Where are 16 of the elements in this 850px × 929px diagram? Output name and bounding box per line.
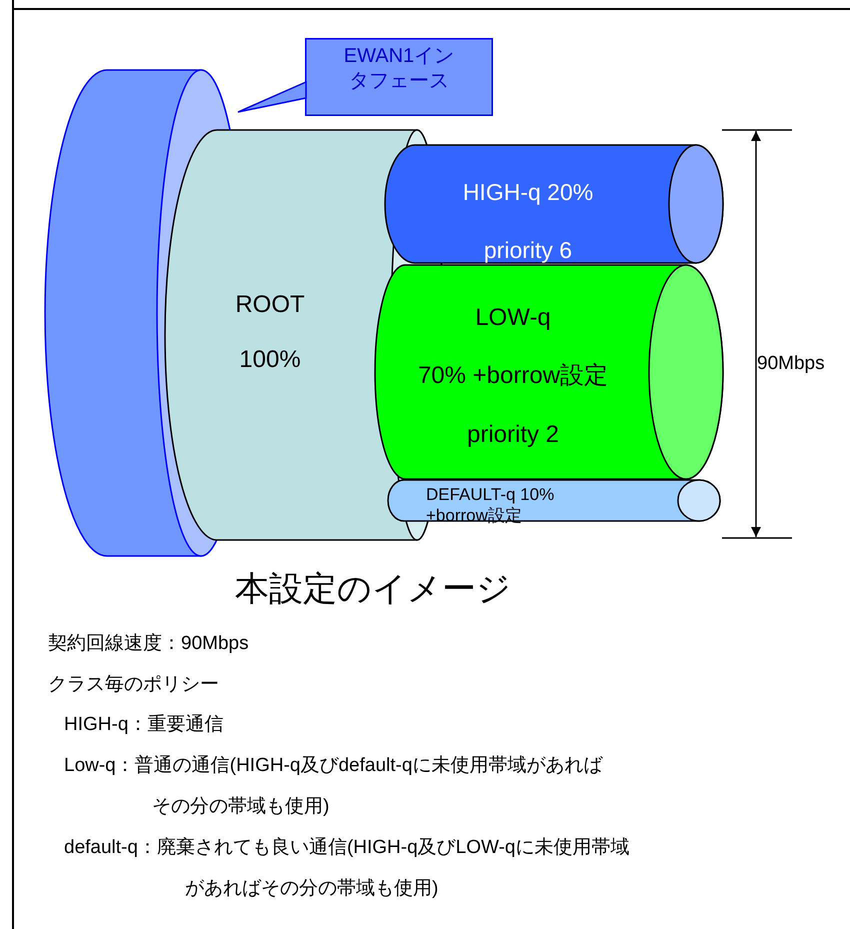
cylinder-label: ROOT [234, 290, 306, 320]
callout-text: EWAN1インタフェース [342, 44, 456, 94]
cylinder-label: priority 6 [482, 236, 574, 265]
cylinder-label: 70% +borrow設定 [416, 361, 610, 391]
cylinder-label: priority 2 [466, 420, 560, 450]
cylinder-label: 100% [238, 345, 302, 375]
policy-text: クラス毎のポリシー [48, 673, 219, 697]
leader-line [237, 81, 307, 113]
cylinder-label: HIGH-q 20% [462, 178, 594, 207]
policy-text: default-q：廃棄されても良い通信(HIGH-q及びLOW-qに未使用帯域があればその分の帯域も使用) [64, 836, 630, 901]
dimension-label: 90Mbps [757, 352, 825, 376]
cylinder-label: LOW-q [474, 303, 552, 333]
caption: 本設定のイメージ [235, 569, 511, 610]
policy-text: HIGH-q：重要通信 [64, 713, 224, 737]
policy-text: 契約回線速度：90Mbps [48, 632, 249, 656]
policy-text: Low-q：普通の通信(HIGH-q及びdefault-qに未使用帯域があればその分の帯域も使用) [64, 754, 604, 819]
